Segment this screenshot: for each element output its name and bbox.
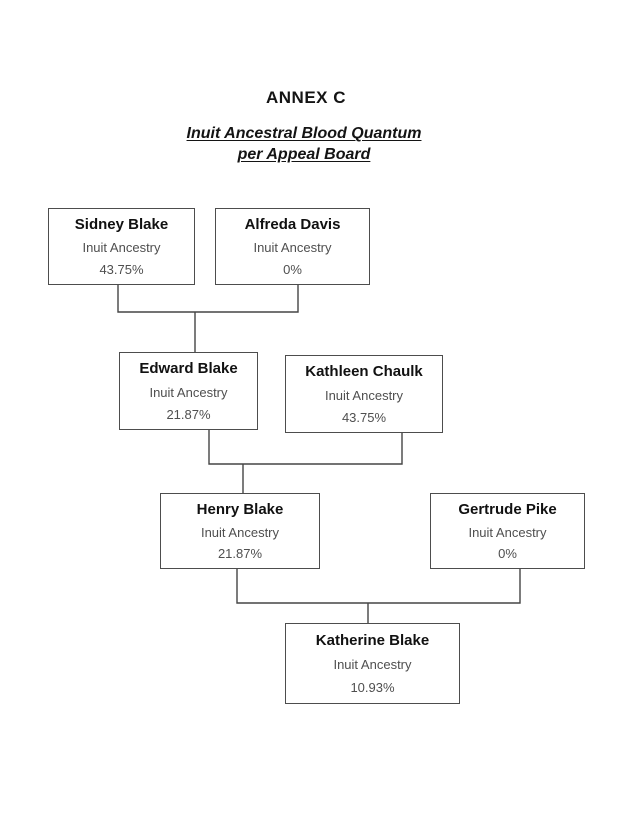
- ancestry-label: Inuit Ancestry: [200, 524, 280, 540]
- person-box-gertrude-pike: Gertrude Pike Inuit Ancestry 0%: [430, 493, 585, 569]
- connector-parents-of-edward: [117, 285, 299, 352]
- connector-parents-of-katherine: [236, 569, 521, 623]
- person-box-henry-blake: Henry Blake Inuit Ancestry 21.87%: [160, 493, 320, 569]
- heading-block: ANNEX C: [0, 88, 612, 108]
- person-name: Henry Blake: [196, 500, 284, 518]
- blood-quantum: 0%: [283, 262, 302, 277]
- blood-quantum: 21.87%: [217, 546, 263, 562]
- person-name: Edward Blake: [139, 360, 238, 378]
- ancestry-label: Inuit Ancestry: [82, 240, 161, 255]
- subtitle-line-2: per Appeal Board: [237, 146, 371, 163]
- document-subtitle: Inuit Ancestral Blood Quantum per Appeal…: [0, 123, 608, 165]
- blood-quantum: 21.87%: [166, 406, 211, 422]
- person-box-sidney-blake: Sidney Blake Inuit Ancestry 43.75%: [48, 208, 195, 285]
- blood-quantum: 43.75%: [99, 262, 144, 277]
- ancestry-label: Inuit Ancestry: [253, 240, 332, 255]
- ancestry-label: Inuit Ancestry: [468, 524, 547, 540]
- person-box-edward-blake: Edward Blake Inuit Ancestry 21.87%: [119, 352, 258, 430]
- ancestry-label: Inuit Ancestry: [149, 384, 228, 400]
- ancestry-label: Inuit Ancestry: [333, 657, 412, 672]
- blood-quantum: 10.93%: [350, 680, 395, 695]
- person-name: Sidney Blake: [74, 216, 169, 233]
- connector-parents-of-henry: [208, 430, 403, 493]
- person-name: Katherine Blake: [315, 632, 430, 649]
- person-name: Alfreda Davis: [244, 216, 341, 233]
- person-box-alfreda-davis: Alfreda Davis Inuit Ancestry 0%: [215, 208, 370, 285]
- person-box-katherine-blake: Katherine Blake Inuit Ancestry 10.93%: [285, 623, 460, 704]
- person-name: Kathleen Chaulk: [305, 363, 423, 381]
- blood-quantum: 43.75%: [341, 409, 387, 425]
- blood-quantum: 0%: [498, 546, 517, 562]
- person-box-kathleen-chaulk: Kathleen Chaulk Inuit Ancestry 43.75%: [285, 355, 443, 433]
- annex-title: ANNEX C: [265, 88, 346, 107]
- person-name: Gertrude Pike: [458, 500, 557, 518]
- ancestry-label: Inuit Ancestry: [324, 387, 404, 403]
- subtitle-line-1: Inuit Ancestral Blood Quantum: [186, 125, 422, 142]
